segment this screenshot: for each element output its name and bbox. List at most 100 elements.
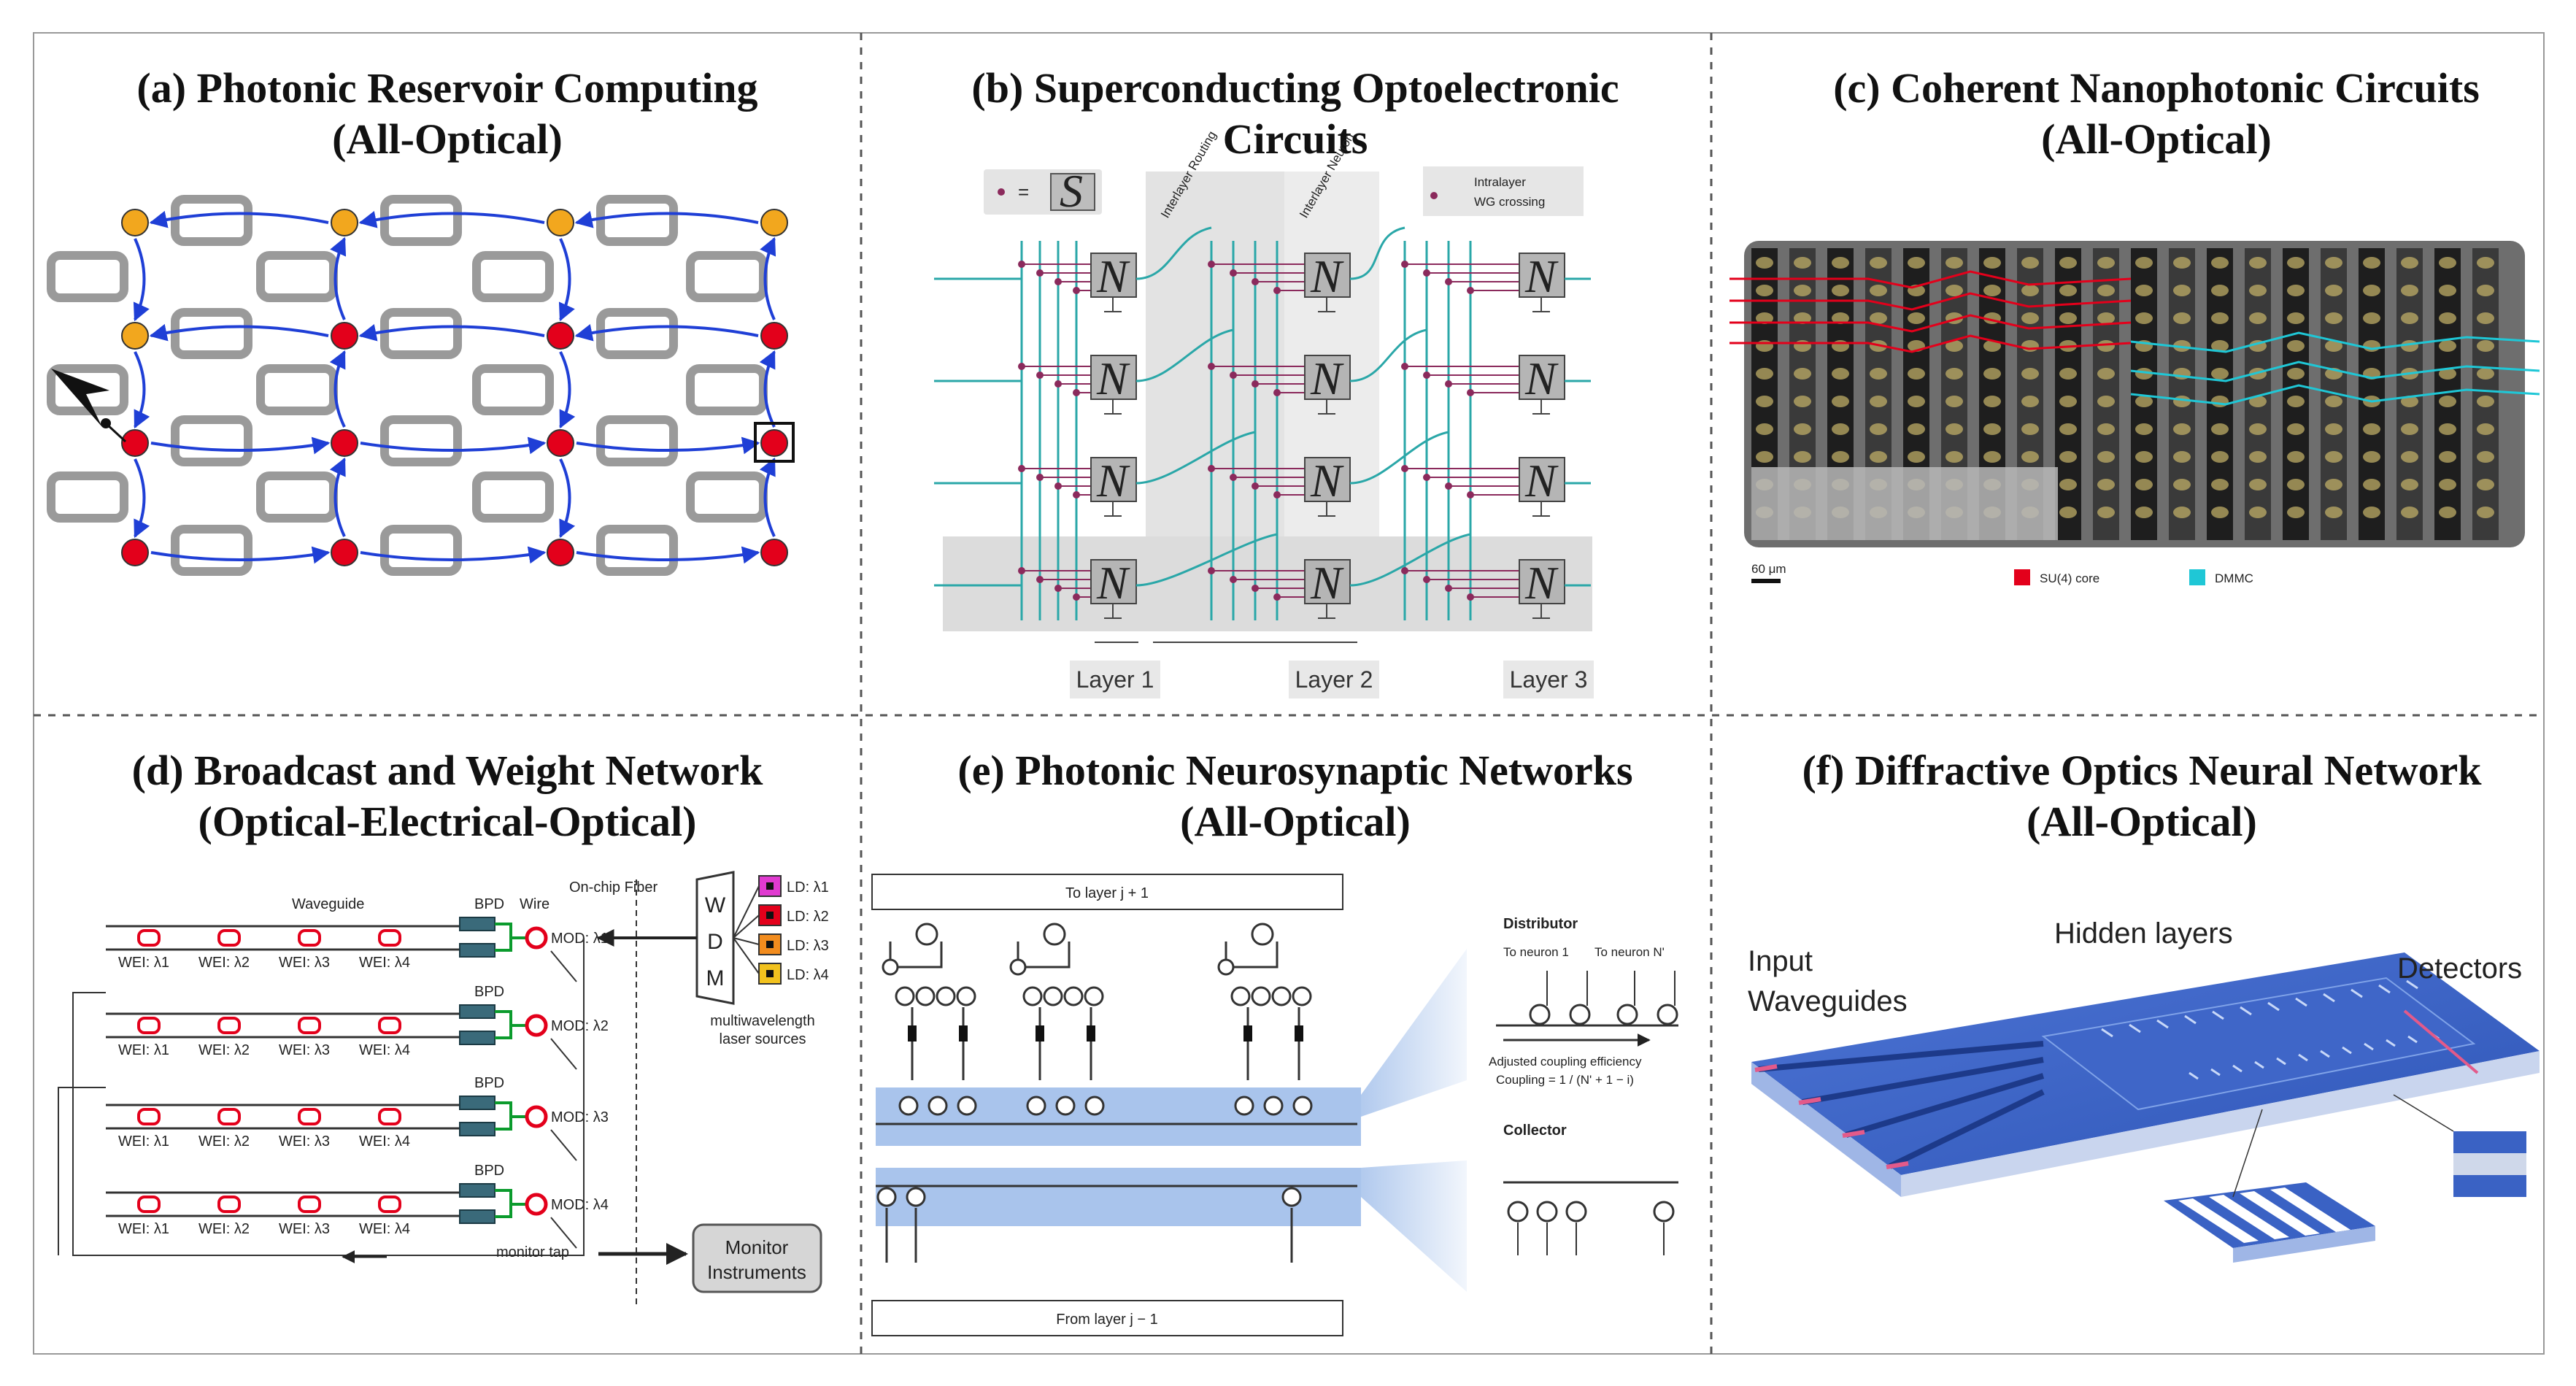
to-neuron-1-label: To neuron 1 xyxy=(1503,945,1569,959)
phase-shifter xyxy=(2363,507,2380,518)
adjusted-coupling-label: Adjusted coupling efficiency xyxy=(1489,1055,1642,1069)
hidden-layer-slot xyxy=(2295,997,2307,1007)
input-waveguide-port xyxy=(1886,1161,1909,1169)
phase-shifter xyxy=(1870,423,1887,435)
ring-resonator xyxy=(380,525,462,576)
synapse-ring xyxy=(1084,986,1104,1006)
synapse-dot xyxy=(1208,567,1215,574)
laser-diode-core xyxy=(766,941,774,948)
phase-shifter xyxy=(2173,285,2191,296)
reservoir-node xyxy=(760,429,788,457)
connection-arrow xyxy=(150,546,331,564)
ring-resonator xyxy=(380,308,462,359)
phase-shifter xyxy=(1983,396,2001,407)
layer-3-label-box xyxy=(1503,661,1594,698)
synapse-dot xyxy=(1073,287,1080,294)
weight-ring xyxy=(378,1196,401,1213)
layer-2-label-box xyxy=(1289,661,1379,698)
modulator-ring xyxy=(525,1014,548,1037)
laser-fiber xyxy=(733,915,760,939)
distributor-label: Distributor xyxy=(1503,916,1578,932)
reservoir-node xyxy=(121,539,149,566)
synapse-dot xyxy=(1073,491,1080,498)
detectors-label: Detectors xyxy=(2397,952,2522,985)
phase-shifter xyxy=(2173,451,2191,463)
phase-shifter xyxy=(1756,340,1773,352)
legend-red-label: SU(4) core xyxy=(2040,571,2099,585)
ring-resonator xyxy=(256,251,338,302)
phase-shifter xyxy=(2211,285,2229,296)
hidden-layer-slot xyxy=(2351,988,2363,998)
synapse-dot xyxy=(1467,287,1474,294)
cross-section-mid xyxy=(2453,1153,2526,1175)
to-neuron-n-label: To neuron N' xyxy=(1594,945,1665,959)
hidden-layer-slot xyxy=(2276,1057,2286,1066)
weight-label: WEI: λ3 xyxy=(279,1042,330,1058)
phase-shifter xyxy=(1870,368,1887,380)
chip-column xyxy=(2207,248,2233,540)
phase-shifter xyxy=(1794,340,1811,352)
reservoir-node xyxy=(121,209,149,236)
distributor-ring xyxy=(1084,1096,1105,1116)
phase-shifter xyxy=(2401,257,2418,269)
synapse-ring xyxy=(915,986,936,1006)
phase-shifter xyxy=(2059,312,2077,324)
phase-shifter xyxy=(1794,257,1811,269)
photodiode xyxy=(459,1031,495,1045)
neuron-box xyxy=(1304,355,1351,400)
phase-shifter xyxy=(1870,285,1887,296)
connection-arrow xyxy=(759,457,776,537)
phase-shifter xyxy=(2211,368,2229,380)
grating-teeth xyxy=(2178,1187,2351,1243)
synapse-dot xyxy=(1036,576,1044,583)
hidden-layer-slot xyxy=(2232,1064,2243,1073)
bpd-label: BPD xyxy=(474,984,504,1000)
phase-shifter xyxy=(2363,423,2380,435)
synapse-dot xyxy=(1423,371,1430,379)
hidden-layer-slot xyxy=(2184,1015,2197,1025)
phase-shifter xyxy=(2059,423,2077,435)
panel-f: (f) Diffractive Optics Neural Network (A… xyxy=(1748,747,2540,1263)
phase-shifter xyxy=(2477,312,2494,324)
connection-arrow xyxy=(760,236,776,320)
ring-resonator xyxy=(596,308,678,359)
synapse-dot xyxy=(1230,269,1237,277)
routing-waveguide xyxy=(1135,431,1256,485)
connection-arrow xyxy=(360,546,547,564)
panel-a: (a) Photonic Reservoir Computing (All-Op… xyxy=(47,64,795,576)
phase-shifter xyxy=(1946,451,1963,463)
synapse-dot xyxy=(1018,363,1025,370)
dmmc-path xyxy=(2130,361,2540,382)
distributor-detail-ring xyxy=(1569,1004,1591,1025)
phase-shifter xyxy=(2401,312,2418,324)
phase-shifter xyxy=(2401,396,2418,407)
distributor-zoom-fan xyxy=(1361,949,1467,1117)
weight-label: WEI: λ4 xyxy=(359,1133,410,1150)
phase-shifter xyxy=(2021,451,2039,463)
weight-ring xyxy=(378,1017,401,1034)
phase-shifter xyxy=(2477,507,2494,518)
neuron-box xyxy=(1304,559,1351,604)
phase-shifter xyxy=(1832,257,1849,269)
pcm-cell xyxy=(959,1025,968,1042)
phase-shifter xyxy=(1756,451,1773,463)
from-layer-box xyxy=(871,1300,1343,1336)
synapse-dot xyxy=(1252,585,1259,592)
ring-resonator xyxy=(256,471,338,523)
photodiode xyxy=(459,1096,495,1110)
to-layer-box xyxy=(871,874,1343,910)
synapse-dot xyxy=(1230,371,1237,379)
phase-shifter xyxy=(2363,451,2380,463)
connection-arrow xyxy=(134,458,150,539)
phase-shifter xyxy=(1946,396,1963,407)
phase-shifter xyxy=(2249,285,2267,296)
phase-shifter xyxy=(2325,479,2342,490)
input-waveguides-line2: Waveguides xyxy=(1748,985,1908,1017)
hidden-layer-slot xyxy=(2378,984,2391,994)
feedback-waveguide xyxy=(72,938,585,1256)
photodiode xyxy=(459,1004,495,1019)
phase-shifter xyxy=(2401,507,2418,518)
connection-arrow xyxy=(759,350,776,428)
hidden-layer-slot xyxy=(2156,1019,2169,1029)
distributor-ring xyxy=(928,1096,948,1116)
